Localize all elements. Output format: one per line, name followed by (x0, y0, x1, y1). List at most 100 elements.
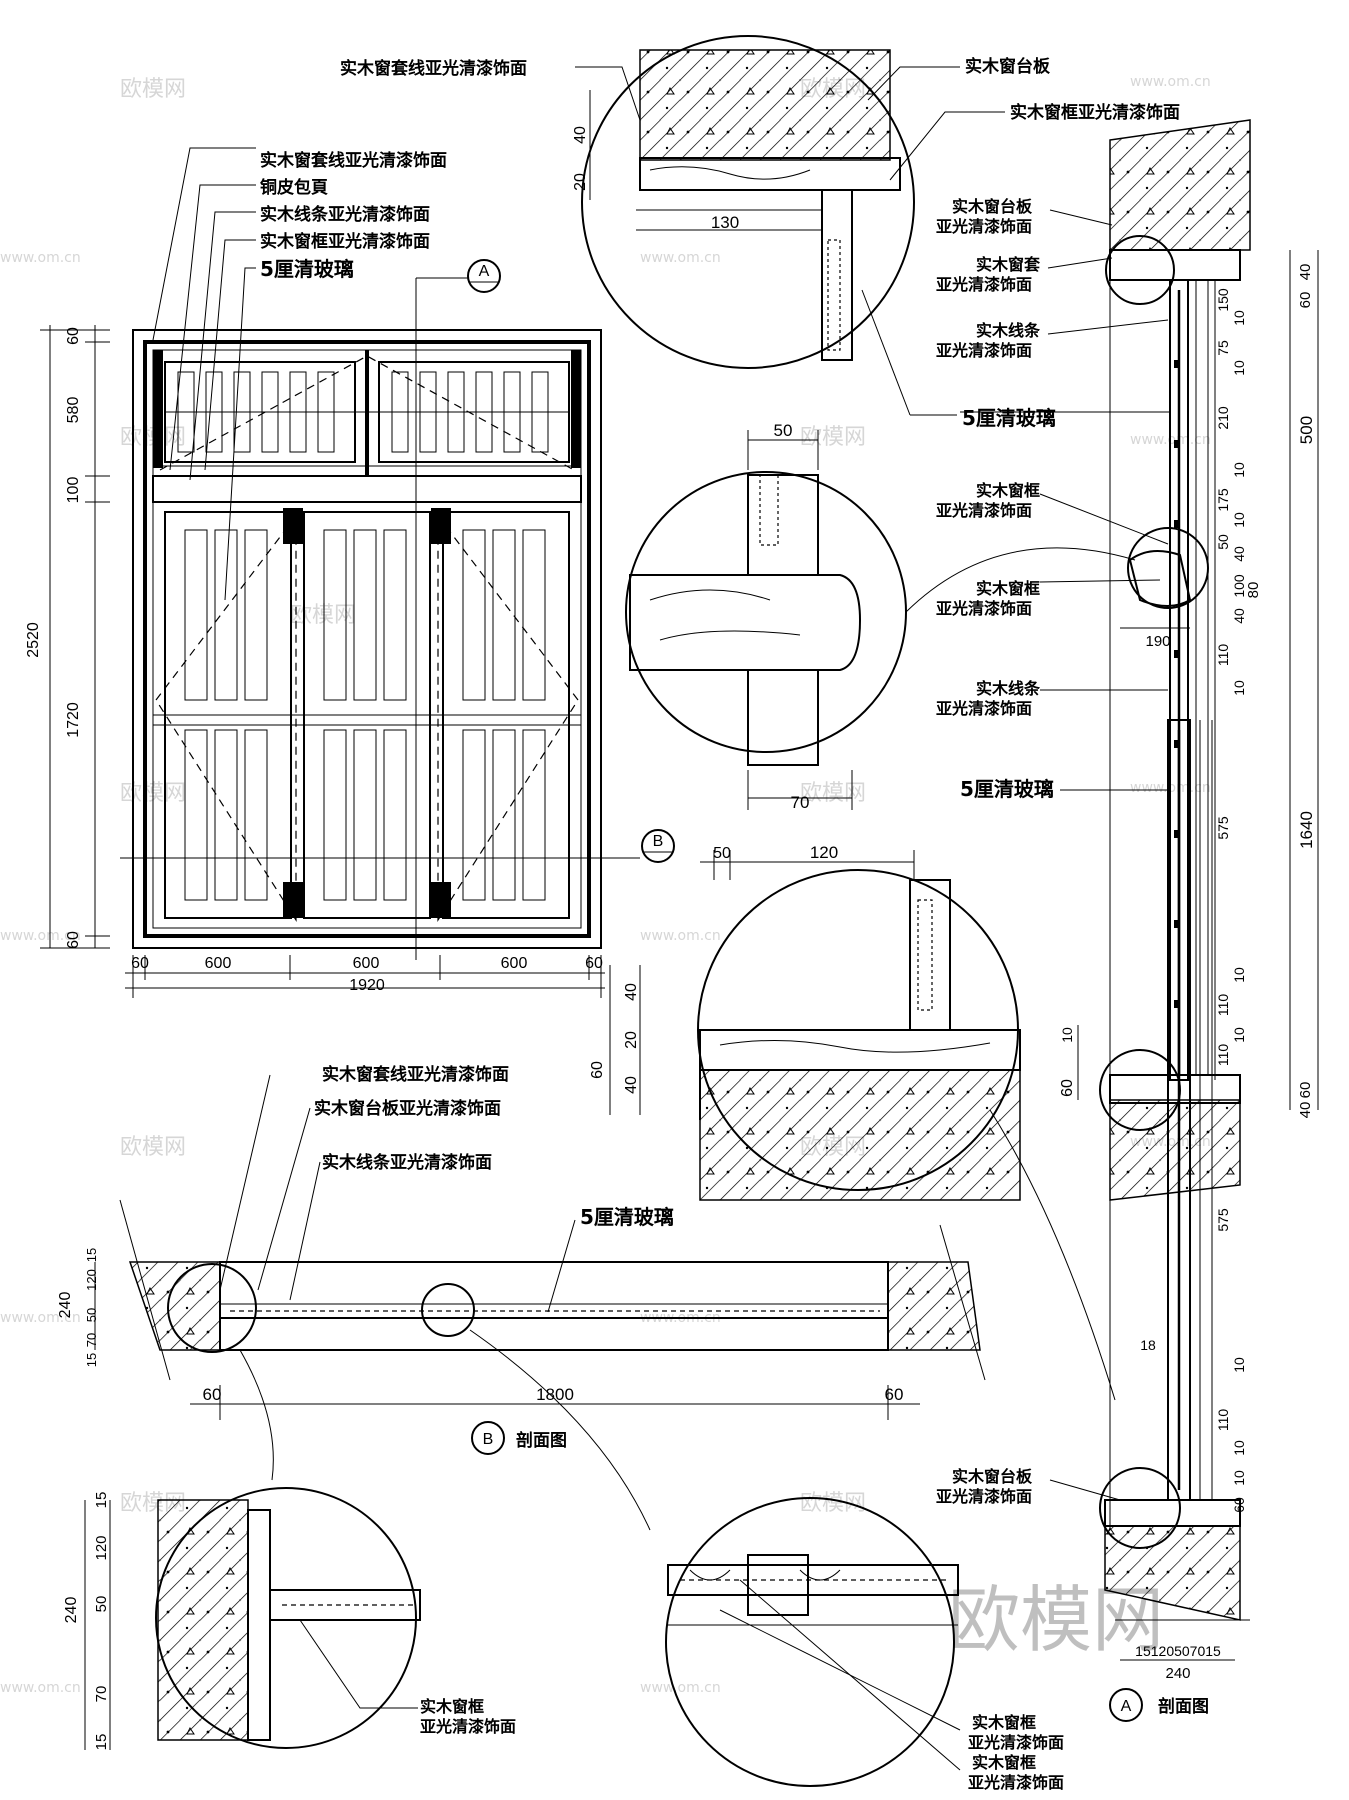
dim-sect-60-bottom: 60 (1297, 1082, 1314, 1099)
dim-elev-60-top: 60 (65, 327, 82, 345)
dim-plan-15b: 15 (84, 1353, 99, 1367)
dim-sect-40a: 40 (1231, 546, 1247, 562)
label-pcen-frame-2b: 亚光清漆饰面 (968, 1773, 1064, 1792)
label-sect-sill-1b: 实木窗台板 (952, 1467, 1033, 1486)
dim-pdet-240: 240 (63, 1597, 80, 1624)
label-sect-molding-2: 亚光清漆饰面 (936, 341, 1032, 360)
dim-elev-b-60-left: 60 (131, 955, 149, 972)
dim-sill-40a: 40 (623, 983, 640, 1001)
dim-sect-75: 75 (1215, 340, 1231, 356)
dim-elev-b-60-right: 60 (585, 955, 603, 972)
label-sect-frame-2b: 亚光清漆饰面 (936, 599, 1032, 618)
watermark-url: www.om.cn (640, 928, 721, 944)
dim-sill-20: 20 (623, 1031, 640, 1049)
window-elevation: A B (120, 259, 675, 960)
dim-elev-b-1920: 1920 (349, 977, 385, 994)
label-sect-sill-1: 实木窗台板 (952, 197, 1033, 216)
dim-pdet-120: 120 (93, 1535, 110, 1560)
elevation-callouts: 实木窗套线亚光清漆饰面 铜皮包頁 实木线条亚光清漆饰面 实木窗框亚光清漆饰面 5… (152, 147, 447, 601)
dim-plan-50: 50 (84, 1308, 99, 1322)
section-a-title: 剖面图 (1158, 1696, 1209, 1717)
section-a: 40 60 500 80 1640 60 40 150 10 75 10 210… (1099, 119, 1319, 1513)
dim-sect-110b: 110 (1215, 994, 1231, 1017)
dim-sect-60-top: 60 (1297, 292, 1314, 309)
watermark-brand: 欧模网 (290, 603, 356, 628)
label-head-frame: 实木窗框亚光清漆饰面 (1010, 102, 1180, 123)
label-sect-molding-2b: 亚光清漆饰面 (936, 699, 1032, 718)
watermark-brand: 欧模网 (120, 1135, 186, 1160)
watermark-url: www.om.cn (1130, 74, 1211, 90)
dim-elev-60-bottom: 60 (65, 931, 82, 949)
label-plan-glass: 5厘清玻璃 (580, 1205, 674, 1229)
section-b-title-marker (471, 1421, 505, 1455)
label-sect-sill-2: 亚光清漆饰面 (936, 217, 1032, 236)
dim-plan-15a: 15 (84, 1248, 99, 1262)
dim-elev-b-600-1: 600 (205, 955, 232, 972)
dim-sect-10h: 10 (1231, 1357, 1247, 1373)
label-pcen-frame-1b: 实木窗框 (972, 1753, 1036, 1772)
dim-head-20: 20 (572, 173, 589, 191)
dim-sect-80: 80 (1245, 582, 1262, 599)
dim-sill-60-right: 60 (1059, 1079, 1076, 1097)
elevation-dims-left: 60 580 100 2520 1720 60 (25, 325, 110, 949)
label-head-glass: 5厘清玻璃 (962, 406, 1056, 430)
watermark-url: www.om.cn (0, 928, 81, 944)
dim-plan-1800: 1800 (536, 1385, 574, 1404)
dim-sill-10-right: 10 (1059, 1027, 1075, 1043)
dim-transom-70: 70 (791, 793, 810, 812)
label-sect-frame-2a: 亚光清漆饰面 (936, 501, 1032, 520)
dim-plan-60-right: 60 (885, 1385, 904, 1404)
label-plan-architrave: 实木窗套线亚光清漆饰面 (322, 1064, 509, 1085)
watermark-brand: 欧模网 (120, 77, 186, 102)
label-frame: 实木窗框亚光清漆饰面 (260, 231, 430, 252)
label-sect-glass: 5厘清玻璃 (960, 777, 1054, 801)
label-glass: 5厘清玻璃 (260, 257, 354, 281)
dim-sect-40-top: 40 (1297, 264, 1314, 281)
dim-sect-bottom-chain: 15120507015 (1135, 1643, 1221, 1659)
label-sect-molding-1: 实木线条 (976, 321, 1041, 340)
dim-head-40: 40 (572, 126, 589, 144)
section-marker-a: A (479, 263, 490, 280)
dim-sect-110a: 110 (1215, 644, 1231, 667)
dim-sill-40b: 40 (623, 1076, 640, 1094)
dim-sect-10e: 10 (1231, 680, 1247, 696)
dim-head-130: 130 (711, 213, 739, 232)
dim-transom-50: 50 (774, 421, 793, 440)
dim-sect-10a: 10 (1231, 310, 1247, 326)
dim-plan-120: 120 (84, 1269, 99, 1291)
watermark-url: www.om.cn (640, 1680, 721, 1696)
label-sect-casing-1: 实木窗套 (976, 255, 1041, 274)
dim-sect-190: 190 (1145, 633, 1170, 650)
watermark-brand: 欧模网 (800, 425, 866, 450)
label-architrave: 实木窗套线亚光清漆饰面 (260, 150, 447, 171)
label-plan-sill: 实木窗台板亚光清漆饰面 (314, 1098, 501, 1119)
dim-sill-120: 120 (810, 843, 838, 862)
section-marker-b: B (653, 833, 664, 850)
dim-sect-50: 50 (1215, 534, 1231, 550)
dim-plan-60-left: 60 (203, 1385, 222, 1404)
watermark-url: www.om.cn (0, 1310, 81, 1326)
detail-head-circle: 130 40 20 (572, 35, 1005, 416)
detail-plan-left-circle: 15 120 240 50 70 15 (63, 1487, 421, 1750)
label-head-architrave: 实木窗套线亚光清漆饰面 (340, 58, 527, 79)
dim-pdet-15a: 15 (93, 1492, 110, 1509)
detail-sill-circle: 50 120 40 20 60 40 60 10 (589, 843, 1116, 1401)
dim-elev-100: 100 (65, 477, 82, 504)
dim-sect-10g: 10 (1231, 1027, 1247, 1043)
dim-sect-100: 100 (1231, 574, 1247, 598)
dim-elev-1720: 1720 (65, 702, 82, 738)
label-copper: 铜皮包頁 (260, 177, 328, 198)
label-pcen-frame-2a: 亚光清漆饰面 (968, 1733, 1064, 1752)
dim-pdet-50: 50 (93, 1596, 110, 1613)
dim-sect-175: 175 (1215, 488, 1231, 512)
dim-pdet-70: 70 (93, 1686, 110, 1703)
detail-plan-center-circle (665, 1497, 961, 1787)
dim-sill-60: 60 (589, 1061, 606, 1079)
dim-sect-110d: 110 (1215, 1409, 1231, 1432)
label-pdet-frame-1: 实木窗框 (420, 1697, 484, 1716)
watermark-group: 欧模网 欧模网 www.om.cn www.om.cn www.om.cn 欧模… (0, 74, 1211, 1696)
label-molding: 实木线条亚光清漆饰面 (260, 204, 430, 225)
dim-elev-b-600-3: 600 (501, 955, 528, 972)
dim-sect-210: 210 (1215, 406, 1231, 430)
